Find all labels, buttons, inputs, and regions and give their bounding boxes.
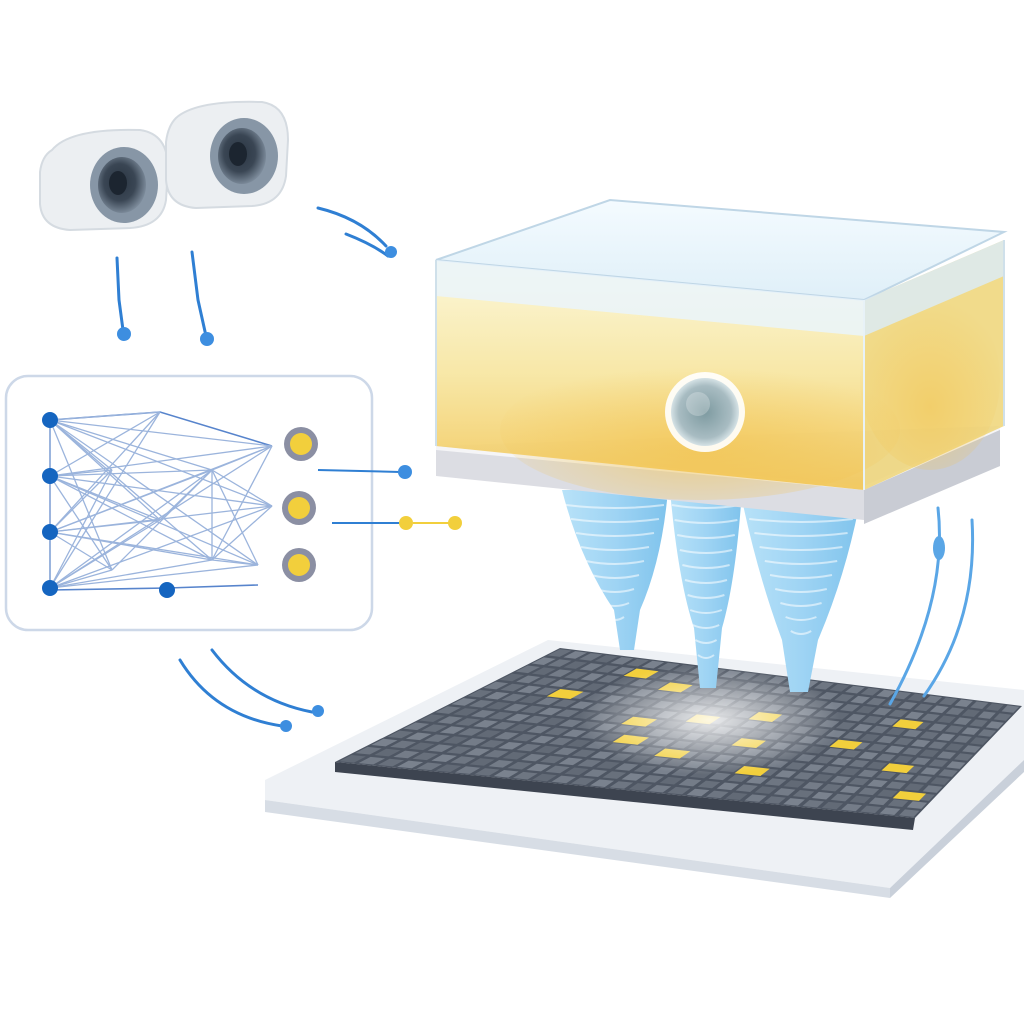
connector-dot [385, 246, 397, 258]
chip-cell-active [546, 689, 584, 700]
flow-arrow-icon [888, 506, 975, 706]
output-node-icon [284, 427, 318, 461]
connector-dot [448, 516, 462, 530]
input-node [42, 524, 58, 540]
signal-line [317, 469, 401, 473]
connector-dot [933, 536, 945, 560]
connector-dot [399, 516, 413, 530]
chip-cell-active [892, 719, 924, 730]
camera-sensor-icon [165, 100, 290, 210]
nozzle-icon [740, 490, 862, 692]
input-node [42, 580, 58, 596]
nozzle-icon [562, 490, 668, 650]
connector-dot [200, 332, 214, 346]
microfluidic-chamber-icon [435, 198, 1008, 524]
connector-dot [280, 720, 292, 732]
flow-arrow-icon [316, 206, 390, 258]
output-node-icon [282, 491, 316, 525]
neural-network-icon [4, 374, 374, 632]
chip-cell-active [892, 791, 927, 801]
connector-dot [398, 465, 412, 479]
chip-cell-active [881, 763, 915, 774]
flow-arrow-icon [115, 250, 208, 338]
hidden-node [159, 582, 175, 598]
input-node [42, 468, 58, 484]
input-node [42, 412, 58, 428]
connector-dot [312, 705, 324, 717]
output-node-icon [282, 548, 316, 582]
connector-dot [117, 327, 131, 341]
chip-cell-active [829, 739, 863, 750]
camera-sensor-icon [39, 128, 170, 232]
spray-mist [580, 665, 840, 775]
flow-arrow-icon [178, 648, 314, 728]
